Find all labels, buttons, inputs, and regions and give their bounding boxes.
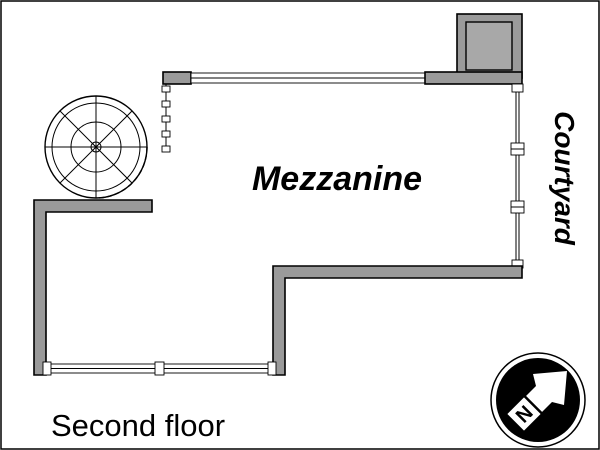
chimney-block (456, 13, 523, 79)
right-wall-windows (510, 83, 525, 269)
bottom-windows (42, 361, 277, 376)
room-label: Mezzanine (252, 160, 422, 198)
floor-label: Second floor (51, 408, 225, 443)
lower-right-wall (272, 265, 523, 376)
spiral-staircase-icon (44, 95, 148, 199)
north-arrow-icon: N (490, 352, 586, 448)
left-walls (33, 199, 153, 376)
courtyard-label: Courtyard (549, 111, 580, 246)
shutter-chain (161, 84, 171, 153)
top-wall (162, 71, 523, 85)
